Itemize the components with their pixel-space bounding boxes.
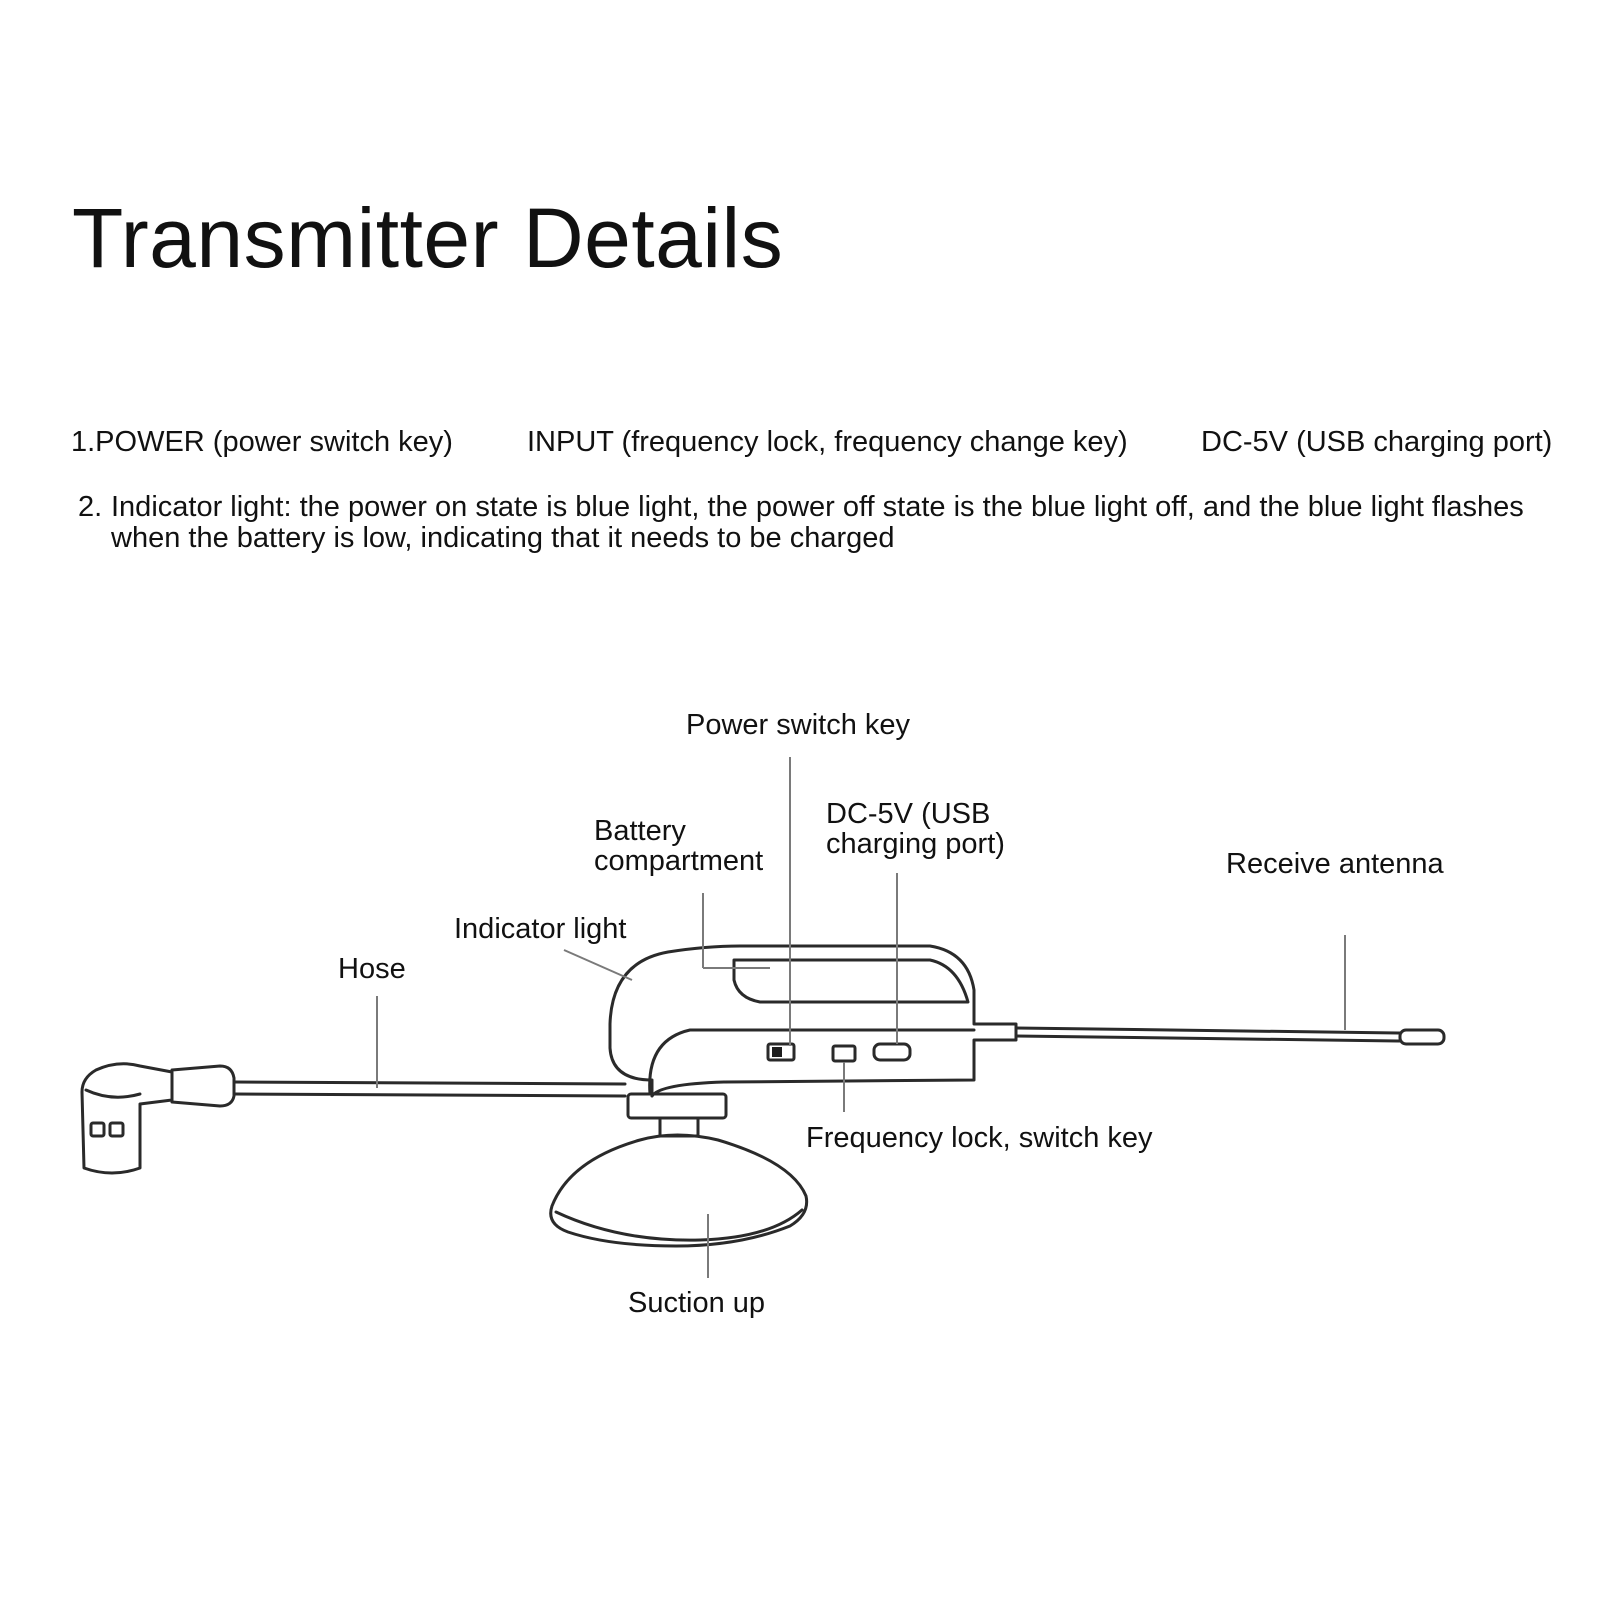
label-battery-1: Battery <box>594 815 686 847</box>
label-battery-2: compartment <box>594 845 764 877</box>
power-switch-knob <box>772 1047 782 1057</box>
hose-line-bottom <box>232 1092 627 1098</box>
label-dc-2: charging port) <box>826 828 1005 860</box>
hose-connector <box>170 1064 236 1108</box>
transmitter-body <box>608 944 1018 1098</box>
mount-neck <box>626 1092 728 1120</box>
frequency-key <box>831 1044 857 1063</box>
page-title: Transmitter Details <box>72 191 784 285</box>
antenna-wire-lower <box>1014 1034 1402 1043</box>
suction-cup <box>549 1133 809 1248</box>
label-dc-1: DC-5V (USB <box>826 798 991 830</box>
label-indicator: Indicator light <box>454 913 627 945</box>
hose-line-top <box>232 1080 627 1086</box>
note-power: 1.POWER (power switch key) <box>71 426 453 458</box>
antenna-wire <box>1014 1026 1402 1035</box>
label-suction: Suction up <box>628 1287 766 1319</box>
suction-cup-rim <box>554 1208 804 1242</box>
mic-head <box>80 1062 174 1175</box>
mount-stem <box>658 1116 700 1138</box>
antenna-tip <box>1398 1028 1446 1046</box>
label-antenna: Receive antenna <box>1226 848 1444 880</box>
mic-slot-2 <box>108 1121 125 1138</box>
label-power-switch: Power switch key <box>686 709 911 741</box>
mic-slot-1 <box>89 1121 106 1138</box>
battery-window <box>732 958 970 1004</box>
power-switch <box>766 1042 796 1062</box>
mic-head-rim <box>84 1088 142 1099</box>
label-hose: Hose <box>338 953 406 985</box>
usb-port <box>872 1042 912 1062</box>
leader-indicator <box>563 949 633 981</box>
note-indicator-text: Indicator light: the power on state is b… <box>111 491 1524 554</box>
label-frequency: Frequency lock, switch key <box>806 1122 1153 1154</box>
body-inner-curve <box>648 1028 976 1096</box>
note-indicator-number: 2. <box>78 491 103 523</box>
note-dc: DC-5V (USB charging port) <box>1201 426 1553 458</box>
note-input: INPUT (frequency lock, frequency change … <box>527 426 1128 458</box>
